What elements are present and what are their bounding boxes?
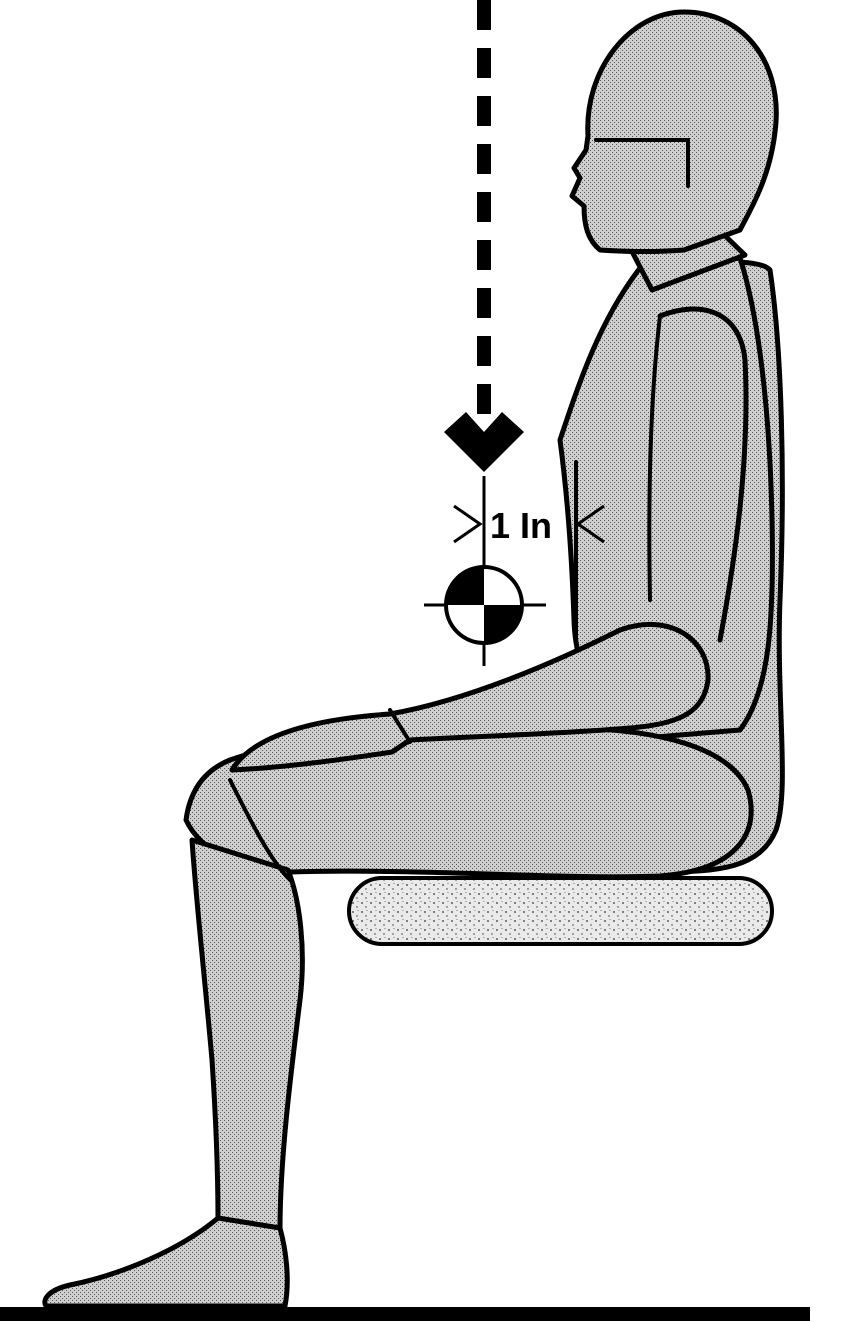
upper-arm bbox=[657, 306, 749, 643]
center-of-gravity-icon bbox=[424, 565, 546, 645]
lower-leg bbox=[189, 837, 305, 1233]
dimension-marks bbox=[453, 504, 605, 544]
load-arrow bbox=[444, 0, 524, 472]
foot bbox=[42, 1215, 290, 1309]
detail-lines bbox=[228, 138, 690, 882]
floor-line bbox=[0, 1307, 810, 1321]
arrow-chevron-icon bbox=[444, 412, 524, 472]
head bbox=[569, 9, 779, 254]
dimension-label: 1 In bbox=[490, 505, 552, 546]
forearm bbox=[229, 622, 711, 773]
seated-figure bbox=[42, 9, 785, 1309]
seat-cushion bbox=[347, 876, 774, 946]
